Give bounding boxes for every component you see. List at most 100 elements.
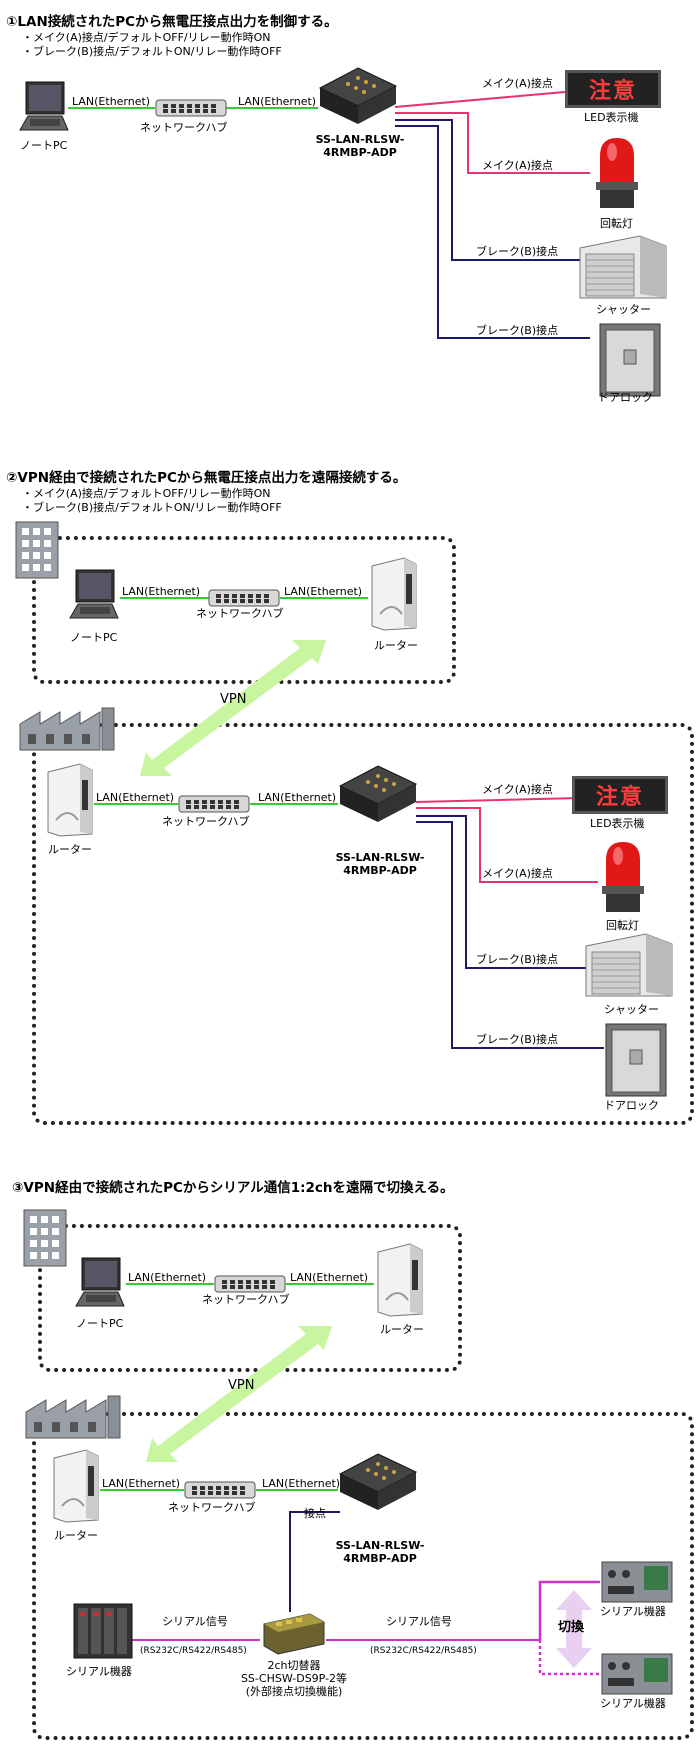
site-boundary: [32, 723, 694, 1125]
serial-device-icon: [600, 1560, 674, 1604]
lan-label: LAN(Ethernet): [122, 585, 201, 598]
router-label: ルーター: [374, 639, 418, 652]
break-contact-label: ブレーク(B)接点: [476, 953, 559, 966]
lan-label: LAN(Ethernet): [238, 95, 317, 108]
lan-label: LAN(Ethernet): [128, 1271, 207, 1284]
network-hub-icon: [208, 588, 280, 608]
led-display-icon: 注意: [565, 70, 661, 108]
relay-device-label-1: SS-LAN-RLSW-: [335, 1539, 425, 1552]
laptop-label: ノートPC: [70, 631, 118, 644]
break-wire-door: [395, 125, 590, 339]
relay-device-label-2: 4RMBP-ADP: [343, 1552, 417, 1565]
lan-label: LAN(Ethernet): [102, 1477, 181, 1490]
relay-device-label-2: 4RMBP-ADP: [343, 864, 417, 877]
serial-cable-standby: [538, 1640, 600, 1676]
shutter-label: シャッター: [596, 303, 651, 316]
rotating-lamp-label: 回転灯: [606, 919, 639, 932]
shutter-icon: [584, 930, 674, 1000]
door-lock-label: ドアロック: [604, 1099, 659, 1112]
led-display-text: 注意: [595, 785, 644, 810]
serial-device-icon: [600, 1652, 674, 1696]
vpn-arrow: [140, 640, 326, 776]
make-wire-lamp: [395, 112, 590, 174]
serial-device-label: シリアル機器: [600, 1697, 666, 1710]
break-wire-shutter: [416, 815, 586, 969]
site-boundary: [32, 1412, 694, 1740]
break-contact-label: ブレーク(B)接点: [476, 324, 559, 337]
switch-arrow: [556, 1590, 592, 1668]
make-wire-led: [415, 797, 581, 803]
hub-label: ネットワークハブ: [168, 1501, 256, 1514]
relay-device-icon: [338, 1452, 418, 1514]
make-wire-led: [394, 91, 566, 108]
led-display-text: 注意: [588, 79, 637, 104]
contact-wire: [289, 1511, 340, 1612]
factory-icon: [24, 1394, 126, 1440]
section-2-wires: [94, 597, 604, 1049]
shutter-label: シャッター: [604, 1003, 659, 1016]
make-contact-label: メイク(A)接点: [482, 77, 553, 90]
router-label: ルーター: [54, 1529, 98, 1542]
router-icon: [374, 1242, 426, 1318]
network-hub-icon: [155, 98, 227, 118]
relay-device-label-1: SS-LAN-RLSW-: [335, 851, 425, 864]
hub-label: ネットワークハブ: [202, 1293, 290, 1306]
remote-office-boundary: [38, 1224, 462, 1372]
router-icon: [368, 556, 420, 632]
break-wire-shutter: [395, 119, 580, 261]
make-contact-label: メイク(A)接点: [482, 159, 553, 172]
channel-switcher-icon: [260, 1610, 326, 1656]
network-hub-icon: [214, 1274, 286, 1294]
laptop-icon: [74, 1254, 126, 1312]
laptop-icon: [68, 566, 120, 624]
make-wire-lamp: [416, 807, 598, 883]
section-1-title: ①LAN接続されたPCから無電圧接点出力を制御する。: [6, 14, 338, 30]
shutter-icon: [578, 232, 668, 302]
serial-signal-label: シリアル信号: [386, 1615, 452, 1628]
make-contact-label: メイク(A)接点: [482, 867, 553, 880]
network-hub-icon: [178, 794, 250, 814]
serial-device-label: シリアル機器: [66, 1665, 132, 1678]
plc-icon: [72, 1600, 134, 1662]
contact-label: 接点: [304, 1507, 326, 1520]
switcher-label-1: 2ch切替器: [267, 1659, 321, 1672]
section-1-wires: [68, 91, 590, 339]
laptop-icon: [18, 78, 70, 136]
lan-label: LAN(Ethernet): [72, 95, 151, 108]
switcher-label-2: SS-CHSW-DS9P-2等: [240, 1672, 348, 1685]
section-1-note-make: ・メイク(A)接点/デフォルトOFF/リレー動作時ON: [22, 31, 271, 44]
vpn-label: VPN: [228, 1378, 255, 1393]
serial-signal-label: シリアル信号: [162, 1615, 228, 1628]
serial-standard-label: (RS232C/RS422/RS485): [370, 1646, 477, 1656]
vpn-label: VPN: [220, 692, 247, 707]
door-lock-label: ドアロック: [598, 391, 653, 404]
section-2-note-break: ・ブレーク(B)接点/デフォルトON/リレー動作時OFF: [22, 501, 282, 514]
section-3-title: ③VPN経由で接続されたPCからシリアル通信1:2chを遠隔で切換える。: [12, 1180, 454, 1196]
relay-device-icon: [338, 764, 418, 826]
serial-cable-active: [538, 1580, 600, 1640]
network-hub-icon: [184, 1480, 256, 1500]
router-icon: [44, 762, 96, 838]
section-1-note-break: ・ブレーク(B)接点/デフォルトON/リレー動作時OFF: [22, 45, 282, 58]
lan-label: LAN(Ethernet): [284, 585, 363, 598]
switcher-label-3: (外部接点切換機能): [245, 1685, 343, 1698]
factory-icon: [18, 706, 120, 752]
hub-label: ネットワークハブ: [196, 607, 284, 620]
laptop-label: ノートPC: [76, 1317, 124, 1330]
relay-device-label-1: SS-LAN-RLSW-: [315, 133, 405, 146]
section-2-title: ②VPN経由で接続されたPCから無電圧接点出力を遠隔接続する。: [6, 470, 407, 486]
router-label: ルーター: [380, 1323, 424, 1336]
serial-standard-label: (RS232C/RS422/RS485): [140, 1646, 247, 1656]
serial-device-label: シリアル機器: [600, 1605, 666, 1618]
relay-device-label-2: 4RMBP-ADP: [323, 146, 397, 159]
rotating-lamp-icon: [592, 134, 642, 212]
remote-office-boundary: [32, 536, 456, 684]
router-icon: [50, 1448, 102, 1524]
office-building-icon: [20, 1208, 70, 1268]
switching-label: 切換: [558, 1620, 585, 1635]
door-lock-icon: [598, 322, 662, 398]
rotating-lamp-icon: [598, 838, 648, 916]
break-contact-label: ブレーク(B)接点: [476, 245, 559, 258]
break-wire-door: [416, 821, 604, 1049]
